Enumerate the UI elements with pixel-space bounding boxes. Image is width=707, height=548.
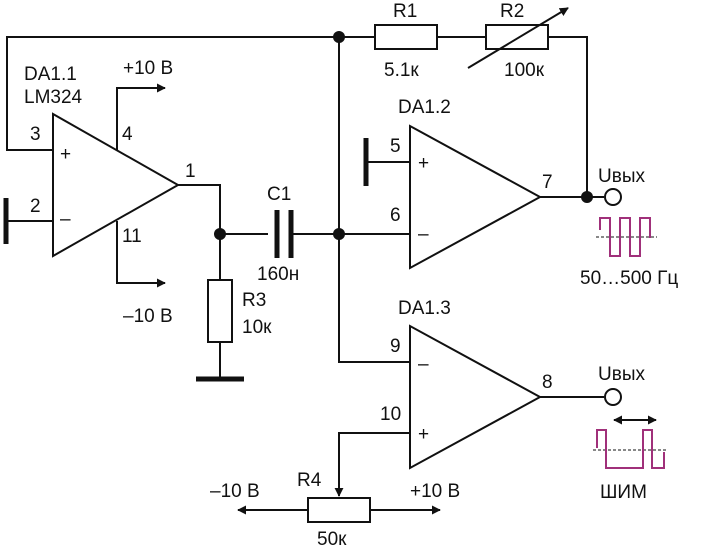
- pin-7-label: 7: [542, 172, 553, 193]
- junction-dot: [333, 31, 345, 43]
- wire-pot-wiper: [334, 432, 410, 497]
- output-square-frequency: 50…500 Гц: [580, 268, 678, 289]
- opamp-da1-2-triangle: [409, 124, 543, 270]
- output-square-label: Uвых: [598, 166, 645, 187]
- pot-left-voltage: –10 В: [210, 481, 260, 502]
- resistor-r2-ref: R2: [500, 1, 524, 22]
- resistor-r1: R1 5.1к: [374, 1, 438, 81]
- pot-right-voltage: +10 В: [410, 481, 460, 502]
- resistor-r3-value: 10к: [242, 317, 272, 338]
- output-terminal-square: [604, 188, 622, 206]
- potentiometer-r4-ref: R4: [297, 470, 322, 491]
- resistor-r3-body: [207, 279, 233, 343]
- square-waveform-icon: [596, 217, 657, 257]
- pin-6-label: 6: [390, 205, 401, 226]
- opamp-da1-1-minus-sign: –: [60, 209, 71, 230]
- resistor-r2-value: 100к: [504, 60, 545, 81]
- potentiometer-r4-value: 50к: [317, 529, 347, 548]
- wire-da1-1-output: [178, 184, 268, 235]
- opamp-da1-2-plus-sign: +: [418, 153, 429, 174]
- potentiometer-r4: R4 50к –10 В +10 В: [210, 432, 460, 548]
- wire-pin3-feedback: [6, 36, 588, 197]
- pin-1-label: 1: [185, 161, 196, 182]
- pwm-waveform-icon: [593, 415, 668, 469]
- supply-positive: +10 В: [116, 58, 173, 150]
- resistor-r1-body: [374, 24, 438, 50]
- pin-3-label: 3: [30, 124, 41, 145]
- resistor-r3-ref: R3: [242, 290, 266, 311]
- capacitor-c1: C1 160н: [257, 184, 299, 285]
- opamp-da1-2: DA1.2 + – 5 6 7: [390, 97, 553, 270]
- opamp-da1-1-part: LM324: [24, 87, 83, 108]
- junction-dot: [581, 191, 593, 203]
- resistor-r3: R3 10к: [207, 279, 272, 343]
- resistor-r2-body: [485, 24, 549, 50]
- opamp-da1-3: DA1.3 – + 9 10 8: [380, 298, 553, 470]
- pin-8-label: 8: [542, 372, 553, 393]
- pin-11-label: 11: [122, 226, 142, 247]
- junction-dot: [214, 228, 226, 240]
- opamp-da1-2-label: DA1.2: [398, 97, 451, 118]
- resistor-r1-ref: R1: [393, 1, 417, 22]
- opamp-da1-1-triangle: [52, 112, 181, 258]
- opamp-da1-3-plus-sign: +: [418, 424, 429, 445]
- pin-9-label: 9: [390, 336, 401, 357]
- output-terminal-pwm: [604, 388, 622, 406]
- pin-10-label: 10: [380, 404, 401, 425]
- pin-4-label: 4: [122, 124, 133, 145]
- pin-5-label: 5: [390, 136, 401, 157]
- capacitor-c1-value: 160н: [257, 264, 299, 285]
- output-pwm-label: Uвых: [598, 364, 645, 385]
- potentiometer-r4-body: [307, 497, 371, 523]
- supply-negative: –10 В: [116, 221, 173, 327]
- opamp-da1-1: DA1.1 LM324 + – 3 2 1 4 11: [24, 64, 196, 258]
- opamp-da1-3-minus-sign: –: [418, 354, 429, 375]
- supply-negative-label: –10 В: [123, 306, 173, 327]
- supply-positive-label: +10 В: [123, 58, 173, 79]
- opamp-da1-3-label: DA1.3: [398, 298, 451, 319]
- output-pwm-note: ШИМ: [600, 482, 647, 503]
- junction-dot: [333, 228, 345, 240]
- resistor-r2: R2 100к: [467, 1, 569, 81]
- opamp-da1-3-triangle: [409, 324, 543, 470]
- opamp-da1-1-label: DA1.1: [24, 64, 77, 85]
- pin-2-label: 2: [30, 196, 41, 217]
- variable-arrow-icon: [467, 7, 569, 69]
- resistor-r1-value: 5.1к: [384, 60, 419, 81]
- wire-central-node: [338, 37, 410, 363]
- capacitor-c1-ref: C1: [267, 184, 291, 205]
- opamp-da1-2-minus-sign: –: [418, 224, 429, 245]
- opamp-da1-1-plus-sign: +: [60, 144, 71, 165]
